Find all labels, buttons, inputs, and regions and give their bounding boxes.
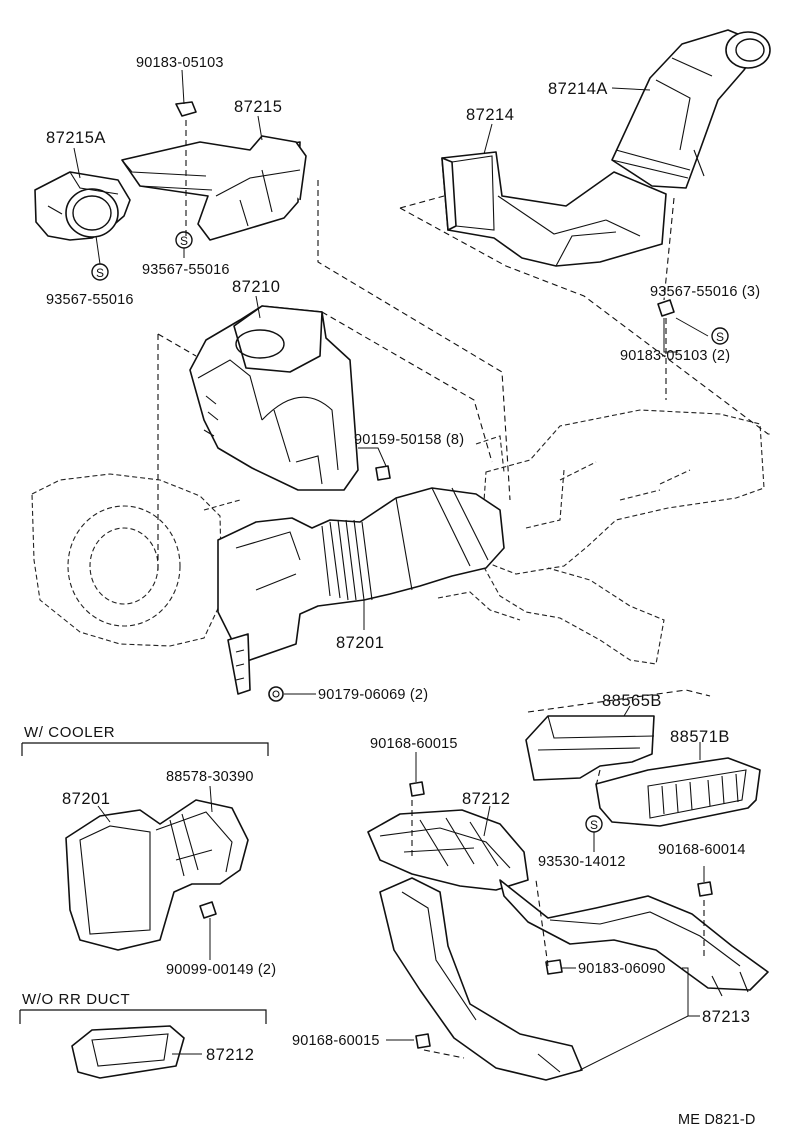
label-90168-60015-top: 90168-60015 [370,736,458,752]
label-87213: 87213 [702,1008,750,1026]
label-93530-14012: 93530-14012 [538,854,626,870]
part-87215a-duct-adapter[interactable] [34,171,131,241]
label-93567-55016-b: 93567-55016 [46,292,134,308]
section-title-wo-rr-duct: W/O RR DUCT [22,991,130,1008]
part-87201-main-duct[interactable] [217,487,505,695]
part-88571b-register[interactable] [595,757,761,827]
section-w-cooler: W/ COOLER [21,724,269,756]
label-87212-main: 87212 [462,790,510,808]
label-90168-60014: 90168-60014 [658,842,746,858]
section-title-w-cooler: W/ COOLER [24,724,115,741]
leader-lines [73,69,709,1071]
clip-90183-05103-right[interactable] [657,299,675,317]
part-87210-blower-case[interactable] [189,305,359,491]
label-90183-05103-top: 90183-05103 [136,55,224,71]
label-87215a: 87215A [46,129,106,147]
part-87215-duct[interactable] [121,135,307,241]
svg-text:S: S [96,266,104,280]
part-87212-rear-duct[interactable] [367,809,529,891]
label-90099-00149-2: 90099-00149 (2) [166,962,276,978]
clip-symbol-left: S [91,263,109,281]
label-90168-60015-bottom: 90168-60015 [292,1033,380,1049]
label-88571b: 88571B [670,728,730,746]
label-90159-50158-8: 90159-50158 (8) [354,432,464,448]
screw-90168-60014[interactable] [697,881,713,897]
label-87215: 87215 [234,98,282,116]
clip-symbol-lower: S [585,815,603,833]
clip-90183-06090[interactable] [545,959,563,975]
part-87213-rear-duct[interactable] [379,877,769,1081]
label-87214: 87214 [466,106,514,124]
label-87210: 87210 [232,278,280,296]
clip-90183-05103-top[interactable] [175,101,197,117]
svg-text:S: S [590,818,598,832]
label-87214a: 87214A [548,80,608,98]
label-87201-main: 87201 [336,634,384,652]
heater-unit-assembly-outline [31,409,765,665]
clip-symbol-center: S [175,231,193,249]
svg-text:S: S [180,234,188,248]
section-wo-rr-duct: W/O RR DUCT [19,991,267,1024]
label-87201-cooler: 87201 [62,790,110,808]
label-93567-55016-a: 93567-55016 [142,262,230,278]
nut-90179-06069[interactable] [268,686,284,702]
clip-symbol-right: S [711,327,729,345]
label-90183-06090: 90183-06090 [578,961,666,977]
label-93567-55016-3: 93567-55016 (3) [650,284,760,300]
screw-90099-00149[interactable] [199,901,217,919]
label-90179-06069-2: 90179-06069 (2) [318,687,428,703]
part-87214-duct[interactable] [441,151,667,267]
screw-90168-60015-top[interactable] [409,781,425,797]
screw-90168-60015-bottom[interactable] [415,1033,431,1049]
part-87212-cap[interactable] [71,1025,185,1079]
assembly-dashed-lines [157,120,770,1059]
label-88565b: 88565B [602,692,662,710]
screw-90159-50158[interactable] [375,465,391,481]
part-88565b-duct[interactable] [525,715,655,781]
figure-code: ME D821-D [678,1112,756,1128]
part-87201-cooler-duct[interactable] [65,799,249,951]
label-87212-nodust: 87212 [206,1046,254,1064]
part-87214a-duct[interactable] [611,29,771,189]
label-88578-30390: 88578-30390 [166,769,254,785]
svg-text:S: S [716,330,724,344]
label-90183-05103-2: 90183-05103 (2) [620,348,730,364]
